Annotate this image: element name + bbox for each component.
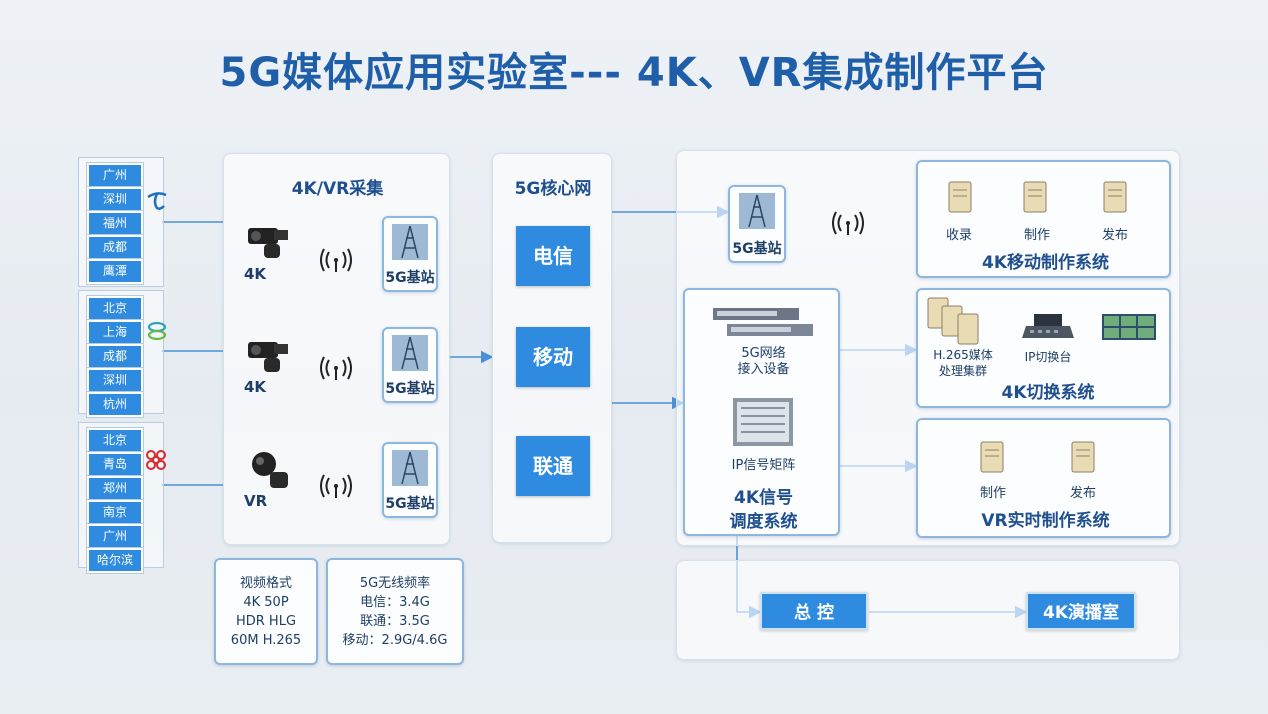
video-format-line-1: 视频格式 <box>239 576 292 591</box>
unicom-city-3: 南京 <box>87 500 143 525</box>
camera-vr-icon <box>252 452 288 488</box>
cell-tower-icon <box>392 224 428 260</box>
access-device-label: 5G网络 接入设备 <box>685 346 842 378</box>
telecom-city-list: 广州深圳福州成都鹰潭 <box>87 163 143 288</box>
camera-label-4k-1: 4K <box>244 265 267 283</box>
telecom-city-3: 成都 <box>87 235 143 260</box>
unicom-group: 北京青岛郑州南京广州哈尔滨 <box>78 422 166 573</box>
ip-switcher-label: IP切换台 <box>1024 350 1072 364</box>
capture-station-2: 5G基站 <box>382 327 438 403</box>
vr-production-item-1: 制作 <box>979 486 1006 501</box>
unicom-city-4: 广州 <box>87 524 143 549</box>
vr-production-panel: 制作 发布 VR实时制作系统 <box>916 418 1171 538</box>
mobile-production-panel: 收录 制作 发布 4K移动制作系统 <box>916 160 1171 278</box>
china-mobile-logo-icon <box>147 321 167 341</box>
wireless-signal-icon <box>832 211 864 235</box>
cell-tower-icon <box>739 193 775 229</box>
unicom-city-2: 郑州 <box>87 476 143 501</box>
page-title: 5G媒体应用实验室--- 4K、VR集成制作平台 <box>219 50 1049 96</box>
dispatch-title-line2: 调度系统 <box>729 512 798 532</box>
unicom-city-0: 北京 <box>87 428 143 453</box>
telecom-group: 广州深圳福州成都鹰潭 <box>78 157 167 288</box>
telecom-city-1: 深圳 <box>87 187 143 212</box>
frequency-line-3: 联通：3.5G <box>360 614 430 629</box>
studio-box: 4K演播室 <box>1026 592 1136 630</box>
core-operator-unicom: 联通 <box>516 436 590 496</box>
telecom-city-2: 福州 <box>87 211 143 236</box>
mobile-production-item-2: 制作 <box>1023 228 1050 243</box>
mobile-city-2: 成都 <box>87 344 143 369</box>
server-icon <box>1103 181 1127 213</box>
mobile-city-3: 深圳 <box>87 368 143 393</box>
server-icon <box>1023 181 1047 213</box>
video-wall-icon <box>1102 314 1156 340</box>
cell-tower-icon <box>392 450 428 486</box>
cluster-label-2: 处理集群 <box>938 364 987 378</box>
mobile-city-1: 上海 <box>87 320 143 345</box>
frequency-line-2: 电信：3.4G <box>360 595 430 610</box>
server-icon <box>980 441 1004 473</box>
switching-title: 4K切换系统 <box>1001 383 1095 403</box>
wireless-signal-icon <box>320 356 352 380</box>
mobile-production-item-1: 收录 <box>945 228 972 243</box>
frequency-line-1: 5G无线频率 <box>359 576 431 591</box>
network-switch-icon <box>713 308 813 336</box>
unicom-city-list: 北京青岛郑州南京广州哈尔滨 <box>87 428 143 573</box>
mobile-group: 北京上海成都深圳杭州 <box>78 290 167 417</box>
core-network-title: 5G核心网 <box>514 179 592 199</box>
camera-label-4k-2: 4K <box>244 378 267 396</box>
frequency-line-4: 移动：2.9G/4.6G <box>342 633 448 648</box>
ip-switcher-icon <box>1022 314 1074 338</box>
cell-tower-icon <box>392 335 428 371</box>
access-device-label-text: 5G网络 接入设备 <box>737 346 790 377</box>
dispatch-panel: 5G网络 接入设备 IP信号矩阵 4K信号 调度系统 <box>683 288 840 536</box>
cluster-label-1: H.265媒体 <box>933 348 993 362</box>
right-station-card: 5G基站 <box>728 185 786 263</box>
right-station-label: 5G基站 <box>732 241 782 257</box>
vr-production-item-2: 发布 <box>1069 486 1096 501</box>
video-format-box: 视频格式 4K 50P HDR HLG 60M H.265 <box>214 558 318 665</box>
video-format-line-3: HDR HLG <box>235 614 297 629</box>
vr-production-title: VR实时制作系统 <box>981 511 1110 531</box>
server-icon <box>1071 441 1095 473</box>
server-cluster-icon <box>927 297 979 345</box>
mobile-production-item-3: 发布 <box>1101 228 1128 243</box>
camera-4k-icon <box>248 228 288 258</box>
video-format-line-4: 60M H.265 <box>230 633 302 648</box>
capture-station-3: 5G基站 <box>382 442 438 518</box>
capture-panel: 4K/VR采集 4K 5G基站 4K <box>223 153 450 545</box>
camera-4k-icon <box>248 342 288 372</box>
video-format-line-2: 4K 50P <box>243 595 289 610</box>
capture-station-label-2: 5G基站 <box>385 381 435 397</box>
switching-panel: H.265媒体 处理集群 IP切换台 4K切换系统 <box>916 288 1171 408</box>
telecom-city-4: 鹰潭 <box>87 259 143 284</box>
mobile-city-4: 杭州 <box>87 392 143 417</box>
mobile-city-0: 北京 <box>87 296 143 321</box>
capture-station-label-1: 5G基站 <box>385 270 435 286</box>
telecom-city-0: 广州 <box>87 163 143 188</box>
wireless-signal-icon <box>320 474 352 498</box>
china-telecom-logo-icon <box>147 192 167 210</box>
capture-station-1: 5G基站 <box>382 216 438 292</box>
unicom-city-1: 青岛 <box>87 452 143 477</box>
ip-matrix-label: IP信号矩阵 <box>731 458 796 473</box>
mobile-production-title: 4K移动制作系统 <box>981 253 1109 273</box>
wireless-signal-icon <box>320 248 352 272</box>
camera-label-vr: VR <box>244 492 268 510</box>
capture-title: 4K/VR采集 <box>291 179 384 199</box>
mobile-city-list: 北京上海成都深圳杭州 <box>87 296 143 417</box>
capture-station-label-3: 5G基站 <box>385 496 435 512</box>
dispatch-title-line1: 4K信号 <box>733 488 793 508</box>
server-icon <box>948 181 972 213</box>
ip-matrix-icon <box>733 398 793 446</box>
china-unicom-logo-icon <box>146 450 166 470</box>
core-operator-telecom: 电信 <box>516 226 590 286</box>
core-operator-mobile: 移动 <box>516 327 590 387</box>
frequency-box: 5G无线频率 电信：3.4G 联通：3.5G 移动：2.9G/4.6G <box>326 558 464 665</box>
unicom-city-5: 哈尔滨 <box>87 548 143 573</box>
master-control-box: 总 控 <box>760 592 868 630</box>
